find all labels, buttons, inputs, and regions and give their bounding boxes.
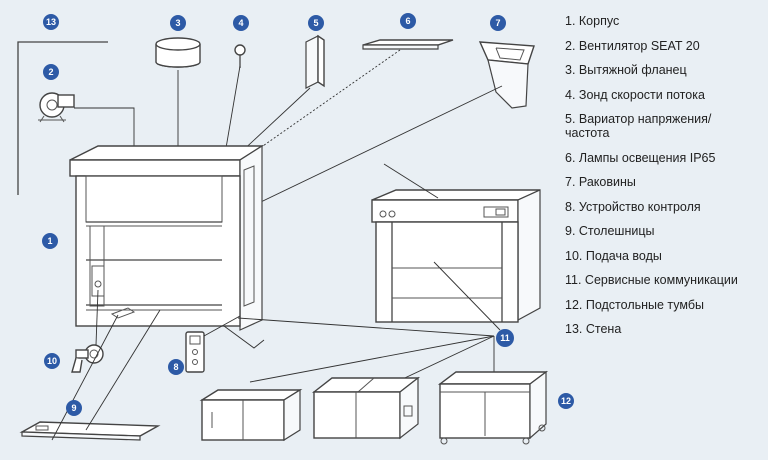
right-cabinet bbox=[371, 163, 541, 331]
control-device bbox=[185, 315, 241, 373]
svg-text:1: 1 bbox=[47, 236, 52, 246]
legend-item-13: 13. Стена bbox=[565, 322, 622, 336]
svg-text:4: 4 bbox=[238, 18, 243, 28]
legend-item-9: 9. Столешницы bbox=[565, 224, 655, 238]
worktop bbox=[19, 309, 161, 441]
legend-item-5: 5. Вариатор напряжения/ частота bbox=[565, 112, 712, 140]
svg-text:8: 8 bbox=[173, 362, 178, 372]
svg-text:12: 12 bbox=[561, 396, 571, 406]
sink bbox=[239, 41, 535, 213]
lighting-lamp bbox=[239, 39, 454, 163]
marker-1: 1 bbox=[42, 233, 58, 249]
svg-text:2: 2 bbox=[48, 67, 53, 77]
svg-text:13: 13 bbox=[46, 17, 56, 27]
water-supply bbox=[71, 289, 104, 373]
legend-item-4: 4. Зонд скорости потока bbox=[565, 87, 705, 102]
legend-item-12: 12. Подстольные тумбы bbox=[565, 297, 705, 312]
marker-6: 6 bbox=[400, 13, 416, 29]
legend-item-1: 1. Корпус bbox=[565, 14, 620, 28]
marker-3: 3 bbox=[170, 15, 186, 31]
marker-11: 11 bbox=[496, 329, 514, 347]
service-lines bbox=[223, 317, 495, 385]
marker-2: 2 bbox=[43, 64, 59, 80]
cabinet-2 bbox=[311, 376, 421, 440]
marker-13: 13 bbox=[43, 14, 59, 30]
marker-7: 7 bbox=[490, 15, 506, 31]
legend-item-3: 3. Вытяжной фланец bbox=[565, 63, 687, 77]
cabinet-3 bbox=[437, 370, 549, 445]
main-cabinet bbox=[69, 144, 265, 331]
svg-text:7: 7 bbox=[495, 18, 500, 28]
svg-text:10: 10 bbox=[47, 356, 57, 366]
legend-item-11: 11. Сервисные коммуникации bbox=[565, 273, 738, 287]
marker-5: 5 bbox=[308, 15, 324, 31]
exhaust-flange bbox=[155, 37, 201, 156]
cabinet-1 bbox=[199, 388, 303, 442]
wall bbox=[17, 41, 108, 195]
marker-10: 10 bbox=[44, 353, 60, 369]
svg-text:9: 9 bbox=[71, 403, 76, 413]
marker-9: 9 bbox=[66, 400, 82, 416]
legend-item-7: 7. Раковины bbox=[565, 175, 636, 189]
legend-item-8: 8. Устройство контроля bbox=[565, 199, 701, 214]
svg-text:5: 5 bbox=[313, 18, 318, 28]
legend-item-2: 2. Вентилятор SEAT 20 bbox=[565, 38, 700, 53]
legend-item-10: 10. Подача воды bbox=[565, 248, 662, 263]
marker-4: 4 bbox=[233, 15, 249, 31]
marker-12: 12 bbox=[558, 393, 574, 409]
voltage-variator bbox=[237, 34, 325, 156]
legend-item-6: 6. Лампы освещения IP65 bbox=[565, 150, 716, 165]
marker-8: 8 bbox=[168, 359, 184, 375]
legend: 1. Корпус 2. Вентилятор SEAT 20 3. Вытяж… bbox=[565, 14, 765, 347]
svg-text:11: 11 bbox=[500, 333, 510, 343]
svg-text:6: 6 bbox=[405, 16, 410, 26]
fan bbox=[38, 92, 135, 152]
svg-text:3: 3 bbox=[175, 18, 180, 28]
